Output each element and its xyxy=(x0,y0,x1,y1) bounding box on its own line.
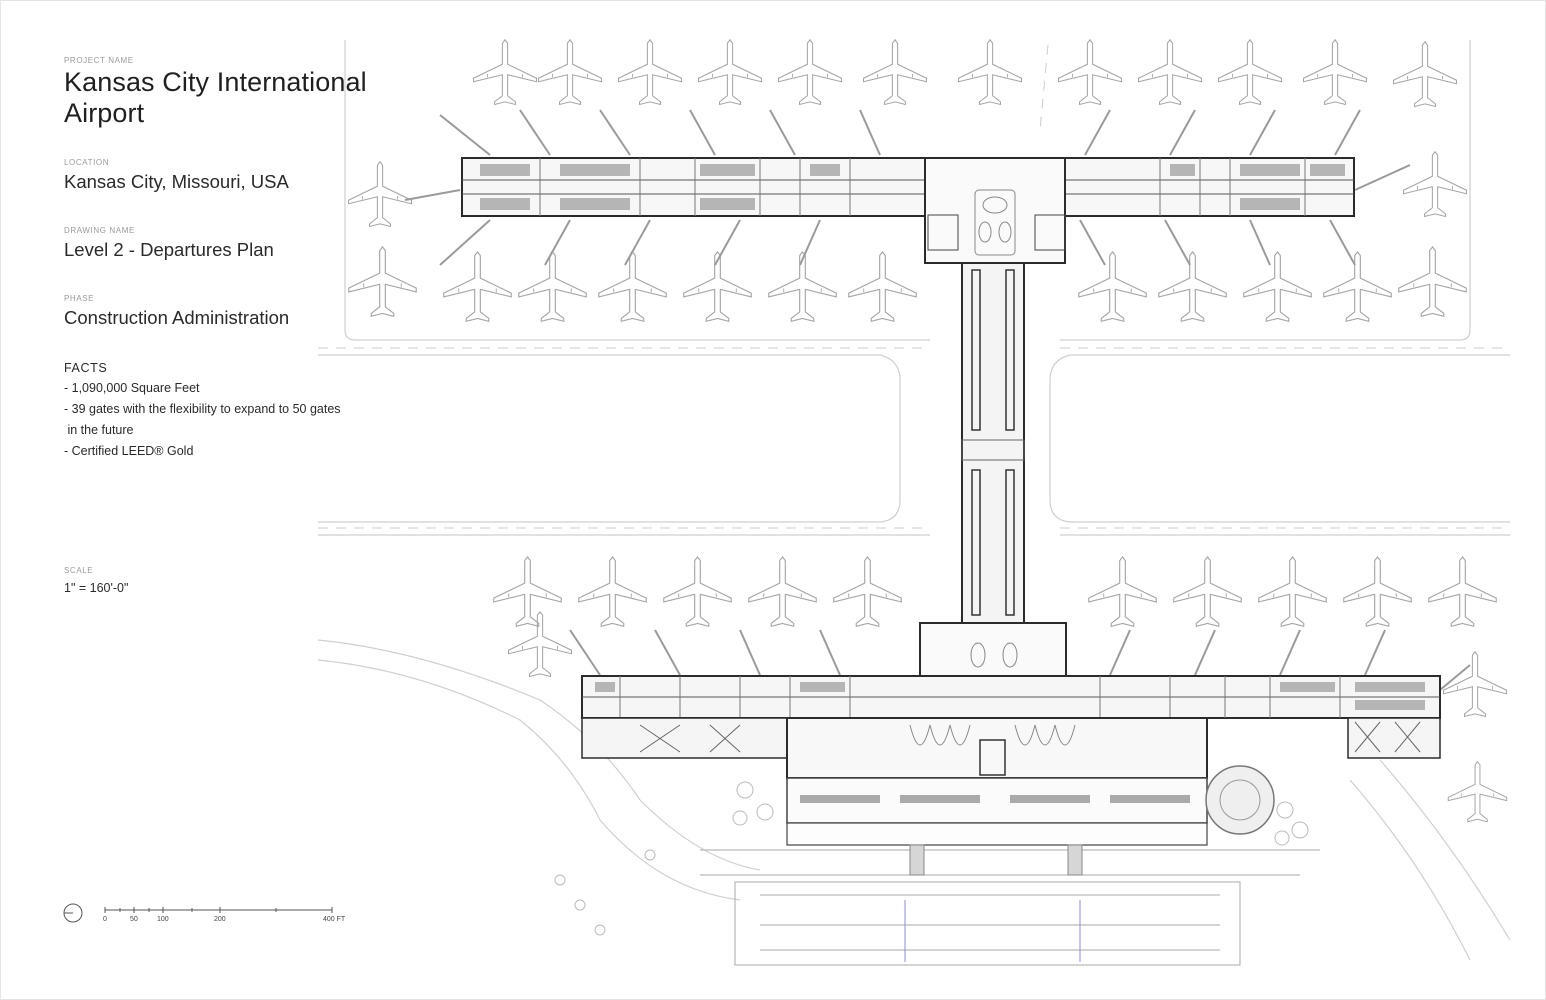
north-arrow-icon xyxy=(63,903,83,923)
location-label: LOCATION xyxy=(64,158,110,167)
scale-label: SCALE xyxy=(64,566,94,575)
drawing-label: DRAWING NAME xyxy=(64,226,135,235)
drawing-name-value: Level 2 - Departures Plan xyxy=(64,239,274,260)
scale-block: SCALE 1" = 160'-0" xyxy=(64,566,128,595)
north-concourse xyxy=(461,157,1355,264)
facts-label: FACTS xyxy=(64,361,108,375)
project-title: Kansas City International Airport xyxy=(64,67,367,128)
fact-item: - 1,090,000 Square Feet xyxy=(64,381,200,395)
location-value: Kansas City, Missouri, USA xyxy=(64,171,289,192)
south-terminal xyxy=(581,622,1441,846)
taxi-centerlines xyxy=(318,44,1510,529)
roadways xyxy=(700,849,1320,966)
apron-outlines xyxy=(317,40,1511,961)
scale-tick-label: 50 xyxy=(130,916,138,923)
curbside-markings xyxy=(904,900,1081,962)
vertical-circulation xyxy=(909,844,1083,876)
scale-bar xyxy=(104,907,333,913)
scale-tick-label: 100 xyxy=(157,916,169,923)
phase-block: PHASE Construction Administration xyxy=(64,294,289,329)
location-block: LOCATION Kansas City, Missouri, USA xyxy=(64,158,289,193)
drawing-block: DRAWING NAME Level 2 - Departures Plan xyxy=(64,226,274,261)
fact-item: in the future xyxy=(64,423,134,437)
scale-value: 1" = 160'-0" xyxy=(64,581,129,595)
project-label: PROJECT NAME xyxy=(64,56,134,65)
aircraft-north-top xyxy=(472,39,1458,108)
landscape-trees xyxy=(554,781,1309,936)
scale-tick-label: 200 xyxy=(214,916,226,923)
project-block: PROJECT NAME Kansas City International A… xyxy=(64,56,384,129)
fact-item: - 39 gates with the flexibility to expan… xyxy=(64,402,341,416)
fact-item: - Certified LEED® Gold xyxy=(64,444,194,458)
phase-label: PHASE xyxy=(64,294,95,303)
scale-tick-label: 400 FT xyxy=(323,916,346,923)
phase-value: Construction Administration xyxy=(64,307,290,328)
connector-spine xyxy=(961,262,1025,624)
scale-tick-label: 0 xyxy=(103,916,107,923)
facts-block: FACTS - 1,090,000 Square Feet - 39 gates… xyxy=(64,362,404,462)
jet-bridges xyxy=(404,109,1471,691)
